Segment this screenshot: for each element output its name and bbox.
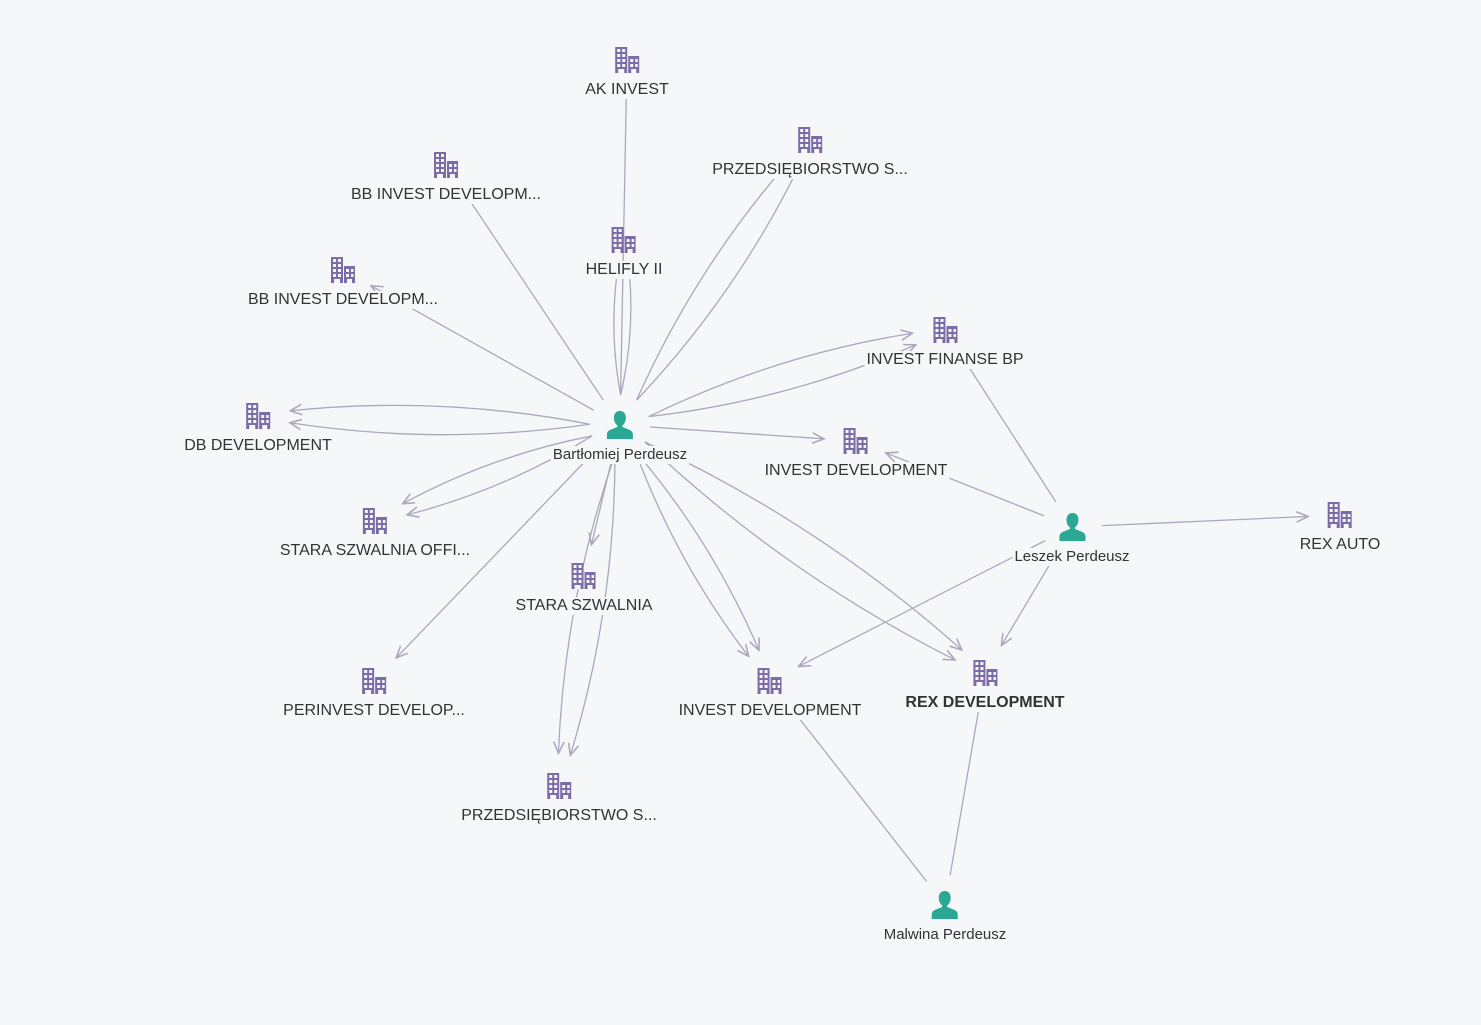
building-icon: [970, 658, 1000, 688]
company-node[interactable]: REX AUTO: [1297, 500, 1383, 554]
edge[interactable]: [949, 704, 981, 876]
node-label: REX AUTO: [1297, 536, 1383, 554]
building-icon: [359, 666, 389, 696]
node-label: BB INVEST DEVELOPM...: [246, 291, 440, 309]
edge[interactable]: [644, 441, 955, 660]
node-label: PRZEDSIĘBIORSTWO S...: [710, 161, 910, 179]
company-node[interactable]: PRZEDSIĘBIORSTWO S...: [459, 771, 659, 825]
edge[interactable]: [649, 426, 824, 439]
node-label: REX DEVELOPMENT: [903, 694, 1067, 712]
company-node[interactable]: STARA SZWALNIA: [513, 561, 655, 615]
node-label: AK INVEST: [583, 81, 671, 99]
person-node[interactable]: Bartłomiej Perdeusz: [550, 410, 690, 464]
company-node[interactable]: STARA SZWALNIA OFFI...: [277, 506, 473, 560]
company-node[interactable]: INVEST DEVELOPMENT: [676, 666, 864, 720]
person-node[interactable]: Leszek Perdeusz: [1012, 512, 1132, 566]
company-node[interactable]: INVEST FINANSE BP: [864, 315, 1026, 369]
building-icon: [930, 315, 960, 345]
edge[interactable]: [886, 453, 1045, 517]
node-label: HELIFLY II: [583, 261, 665, 279]
building-icon: [609, 225, 639, 255]
building-icon: [328, 255, 358, 285]
company-node[interactable]: BB INVEST DEVELOPM...: [246, 255, 440, 309]
company-node[interactable]: PERINVEST DEVELOP...: [281, 666, 467, 720]
edge[interactable]: [613, 271, 622, 396]
building-icon: [569, 561, 599, 591]
edge[interactable]: [634, 450, 759, 650]
edge[interactable]: [636, 162, 788, 401]
edge[interactable]: [961, 356, 1057, 503]
edge[interactable]: [789, 705, 928, 882]
company-node[interactable]: AK INVEST: [583, 45, 671, 99]
edge[interactable]: [644, 441, 962, 650]
company-node[interactable]: DB DEVELOPMENT: [182, 401, 334, 455]
company-node[interactable]: PRZEDSIĘBIORSTWO S...: [710, 125, 910, 179]
building-icon: [841, 426, 871, 456]
node-label: PERINVEST DEVELOP...: [281, 702, 467, 720]
building-icon: [360, 506, 390, 536]
company-node[interactable]: REX DEVELOPMENT: [903, 658, 1067, 712]
node-label: INVEST DEVELOPMENT: [762, 462, 950, 480]
edge[interactable]: [634, 450, 748, 657]
edge[interactable]: [648, 333, 913, 418]
edge[interactable]: [591, 454, 614, 545]
building-icon: [431, 150, 461, 180]
edge[interactable]: [290, 423, 591, 436]
node-label: INVEST DEVELOPMENT: [676, 702, 864, 720]
edge[interactable]: [463, 191, 604, 401]
edge[interactable]: [620, 272, 632, 396]
building-icon: [755, 666, 785, 696]
building-icon: [795, 125, 825, 155]
node-label: Leszek Perdeusz: [1012, 548, 1132, 566]
company-node[interactable]: HELIFLY II: [583, 225, 665, 279]
building-icon: [1325, 500, 1355, 530]
person-icon: [1057, 512, 1087, 542]
company-node[interactable]: BB INVEST DEVELOPM...: [349, 150, 543, 204]
edge[interactable]: [636, 169, 798, 401]
node-label: STARA SZWALNIA: [513, 597, 655, 615]
node-label: Bartłomiej Perdeusz: [550, 446, 690, 464]
node-label: PRZEDSIĘBIORSTWO S...: [459, 807, 659, 825]
edge[interactable]: [290, 405, 591, 425]
node-label: Malwina Perdeusz: [881, 926, 1009, 944]
edge[interactable]: [1001, 552, 1058, 646]
person-node[interactable]: Malwina Perdeusz: [881, 890, 1009, 944]
node-label: INVEST FINANSE BP: [864, 351, 1026, 369]
edge[interactable]: [799, 540, 1046, 667]
building-icon: [544, 771, 574, 801]
person-icon: [930, 890, 960, 920]
building-icon: [243, 401, 273, 431]
company-node[interactable]: INVEST DEVELOPMENT: [762, 426, 950, 480]
edge[interactable]: [1101, 516, 1308, 527]
node-label: DB DEVELOPMENT: [182, 437, 334, 455]
edge[interactable]: [403, 435, 593, 504]
building-icon: [612, 45, 642, 75]
edge[interactable]: [396, 446, 600, 658]
node-label: STARA SZWALNIA OFFI...: [277, 542, 473, 560]
node-label: BB INVEST DEVELOPM...: [349, 186, 543, 204]
person-icon: [605, 410, 635, 440]
